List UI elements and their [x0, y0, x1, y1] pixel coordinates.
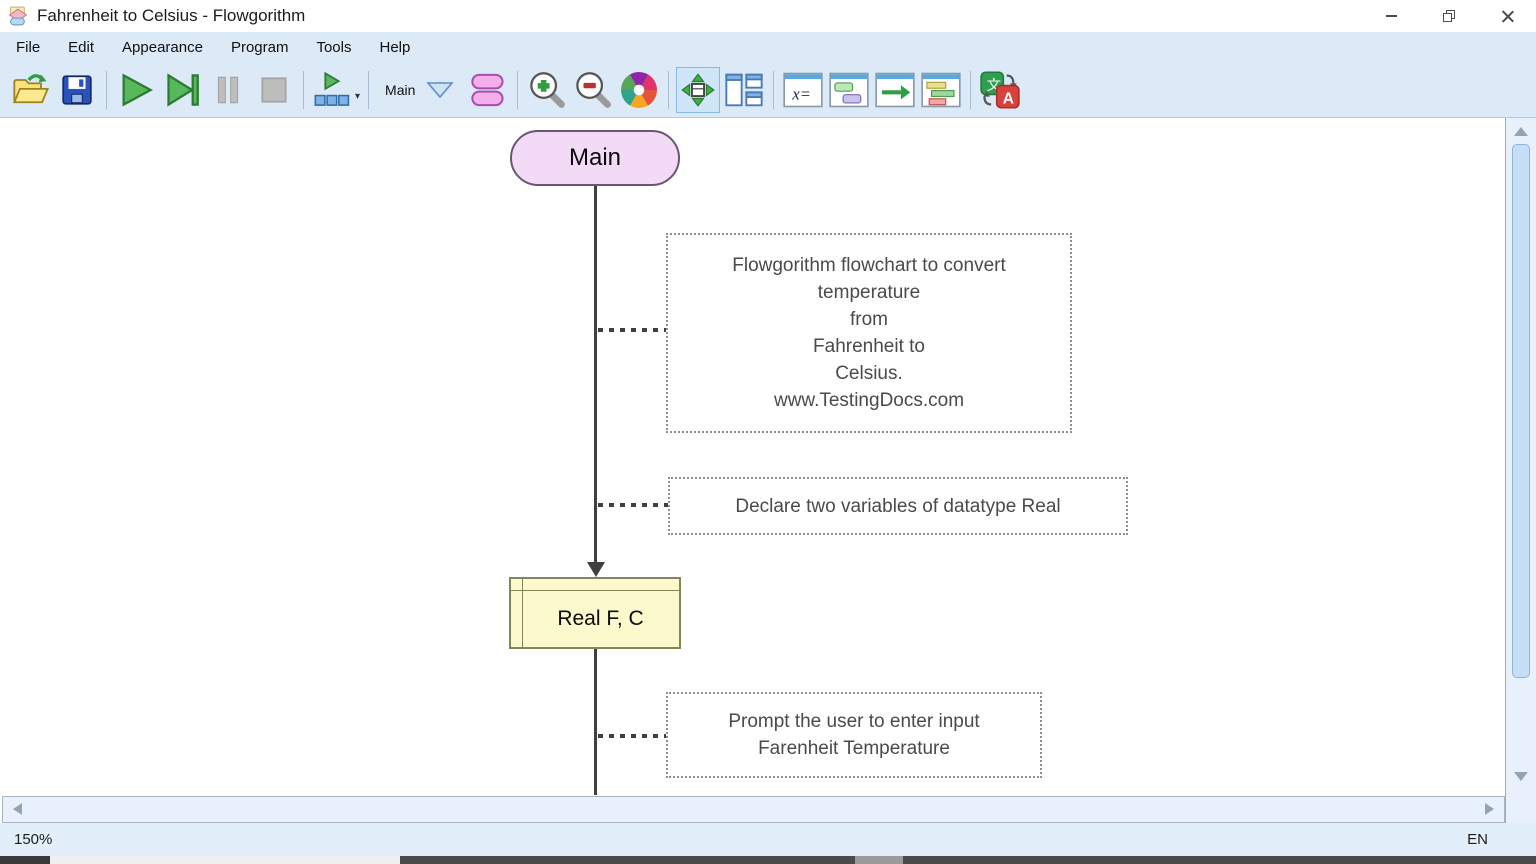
flow-arrowhead: [587, 562, 605, 577]
function-selector-label: Main: [385, 81, 416, 98]
flow-line: [594, 649, 597, 795]
restore-button[interactable]: [1420, 0, 1478, 32]
comment-box[interactable]: Declare two variables of datatype Real: [668, 477, 1128, 535]
stop-button[interactable]: [252, 67, 296, 113]
menu-file[interactable]: File: [16, 38, 41, 56]
status-bar: 150% EN: [0, 823, 1536, 856]
flow-line: [594, 184, 597, 563]
window-layout-icon: [725, 73, 763, 106]
run-to-layout-icon: [314, 71, 350, 106]
color-scheme-button[interactable]: [617, 67, 661, 113]
comment-box[interactable]: Flowgorithm flowchart to convert tempera…: [666, 233, 1072, 433]
run-to-layout-button[interactable]: ▾: [311, 67, 361, 113]
translate-latin-glyph: A: [1003, 90, 1014, 107]
zoom-in-button[interactable]: [525, 67, 569, 113]
toolbar-separator: [773, 70, 775, 109]
toolbar-separator: [368, 70, 370, 109]
zoom-level: 150%: [14, 831, 53, 848]
dropdown-caret-icon: ▾: [355, 90, 361, 102]
output-icon: [875, 72, 916, 107]
comment-connector: [598, 328, 666, 332]
step-button[interactable]: [160, 67, 204, 113]
color-wheel-icon: [621, 71, 658, 108]
taskbar-edge: [0, 856, 1536, 864]
window-controls: [1362, 0, 1536, 32]
console-icon: [829, 72, 870, 107]
pause-button[interactable]: [206, 67, 250, 113]
flowchart-canvas[interactable]: Main Flowgorithm flowchart to convert te…: [0, 118, 1505, 795]
save-button[interactable]: [55, 67, 99, 113]
open-button[interactable]: [9, 67, 53, 113]
menu-tools[interactable]: Tools: [316, 38, 352, 56]
zoom-out-icon: [576, 71, 612, 108]
function-shapes-icon: [471, 73, 504, 106]
variable-watch-icon: x=: [783, 72, 824, 107]
stop-icon: [261, 76, 287, 103]
source-code-icon: [921, 72, 962, 107]
vertical-scrollbar[interactable]: [1505, 118, 1536, 823]
restore-icon: [1443, 10, 1455, 22]
console-button[interactable]: [827, 67, 871, 113]
menu-edit[interactable]: Edit: [68, 38, 95, 56]
menu-appearance[interactable]: Appearance: [122, 38, 203, 56]
chevron-down-icon: [426, 81, 455, 98]
terminal-main[interactable]: Main: [510, 130, 680, 186]
language-indicator: EN: [1467, 831, 1488, 848]
minimize-icon: [1385, 15, 1397, 17]
open-folder-icon: [13, 73, 50, 103]
window-layout-button[interactable]: [722, 67, 766, 113]
scroll-down-icon[interactable]: [1514, 772, 1528, 781]
zoom-out-button[interactable]: [571, 67, 615, 113]
pan-button[interactable]: [676, 66, 721, 113]
step-icon: [167, 72, 199, 107]
declare-label: Real F, C: [557, 606, 644, 630]
source-code-button[interactable]: [919, 67, 963, 113]
declare-block[interactable]: Real F, C: [509, 577, 681, 649]
scroll-left-icon[interactable]: [13, 803, 22, 815]
toolbar-separator: [668, 70, 670, 109]
menu-program[interactable]: Program: [230, 38, 289, 56]
window-title: Fahrenheit to Celsius - Flowgorithm: [37, 6, 306, 25]
horizontal-scrollbar[interactable]: [2, 796, 1505, 823]
comment-box[interactable]: Prompt the user to enter input Farenheit…: [666, 692, 1042, 778]
pan-arrows-icon: [681, 72, 716, 107]
function-selector[interactable]: Main: [375, 67, 465, 113]
comment-connector: [598, 734, 666, 738]
translate-icon: 文 A: [980, 70, 1021, 109]
toolbar: ▾ Main: [0, 62, 1536, 118]
scroll-right-icon[interactable]: [1485, 803, 1494, 815]
vertical-scrollbar-thumb[interactable]: [1512, 144, 1530, 678]
save-floppy-icon: [62, 74, 92, 105]
menu-help[interactable]: Help: [379, 38, 411, 56]
variable-watch-glyph: x=: [792, 84, 811, 103]
pause-icon: [217, 76, 239, 103]
zoom-in-icon: [530, 71, 566, 108]
variable-watch-button[interactable]: x=: [781, 67, 825, 113]
close-icon: [1501, 10, 1514, 23]
toolbar-separator: [303, 70, 304, 109]
toolbar-separator: [106, 70, 107, 109]
menu-bar: File Edit Appearance Program Tools Help: [0, 32, 1536, 62]
comment-connector: [598, 503, 668, 507]
toolbar-separator: [970, 70, 972, 109]
close-button[interactable]: [1478, 0, 1536, 32]
run-play-icon: [122, 72, 153, 107]
function-shapes-button[interactable]: [466, 67, 510, 113]
translate-button[interactable]: 文 A: [978, 67, 1022, 113]
toolbar-separator: [517, 70, 519, 109]
flowgorithm-app-icon: [8, 6, 28, 26]
output-button[interactable]: [873, 67, 917, 113]
title-bar: Fahrenheit to Celsius - Flowgorithm: [0, 0, 1536, 32]
run-button[interactable]: [114, 67, 158, 113]
scroll-up-icon[interactable]: [1514, 127, 1528, 136]
minimize-button[interactable]: [1362, 0, 1420, 32]
